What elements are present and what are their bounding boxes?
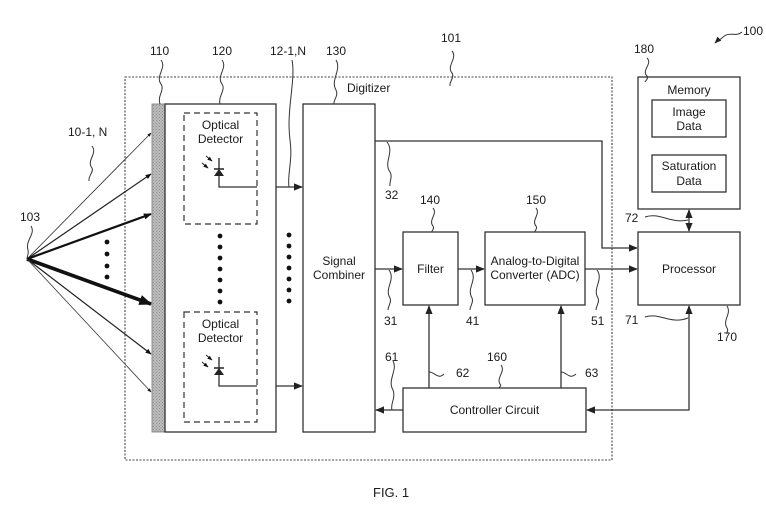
photodiode-icon	[201, 155, 257, 188]
ray	[26, 173, 152, 260]
ref-71: 71	[625, 313, 639, 327]
line-72: 72	[625, 209, 693, 232]
ref-outputs: 12-1,N	[270, 44, 306, 58]
ray	[26, 212, 152, 261]
detector-label: Detector	[198, 331, 243, 345]
image-data-label: Image	[672, 105, 706, 119]
detector-outputs: 12-1,N	[270, 44, 306, 390]
ref-31: 31	[384, 314, 398, 328]
controller-circuit: Controller Circuit 160	[402, 350, 587, 433]
saturation-data-label: Saturation	[662, 159, 717, 173]
ref-120: 120	[212, 44, 232, 58]
ref-130: 130	[326, 44, 346, 58]
ref-180: 180	[634, 42, 654, 56]
digitizer-boundary: Digitizer 101	[124, 31, 613, 461]
ref-61: 61	[385, 350, 399, 364]
photodiode-icon	[201, 354, 257, 387]
figure-caption: FIG. 1	[373, 485, 409, 500]
system-reference: 100	[714, 24, 763, 44]
ref-103: 103	[20, 210, 40, 224]
ref-110: 110	[150, 44, 169, 58]
saturation-data-label: Data	[676, 174, 702, 188]
optical-detector-bottom: Optical Detector	[183, 311, 258, 423]
ref-170: 170	[717, 330, 737, 344]
signal-combiner-label: Combiner	[313, 268, 365, 282]
image-data-block: Image Data	[651, 99, 727, 138]
line-61: 61	[375, 350, 403, 414]
ref-100: 100	[743, 24, 763, 38]
line-31: 31	[375, 265, 403, 328]
light-source: 103 10-1, N	[20, 125, 153, 393]
ray	[26, 258, 152, 355]
signal-combiner: Signal Combiner 130	[302, 44, 376, 433]
ref-140: 140	[420, 193, 440, 207]
filter-label: Filter	[417, 262, 444, 276]
signal-combiner-label: Signal	[322, 254, 355, 268]
digitizer-label: Digitizer	[347, 81, 390, 95]
line-32: 32	[375, 140, 638, 252]
saturation-data-block: Saturation Data	[651, 154, 727, 193]
ellipsis-dots	[217, 233, 223, 305]
memory-label: Memory	[667, 83, 710, 97]
ref-62: 62	[456, 366, 470, 380]
ref-72: 72	[625, 211, 639, 225]
filter-strip: 110	[150, 44, 169, 433]
ref-51: 51	[591, 314, 605, 328]
adc-label: Converter (ADC)	[490, 268, 579, 282]
ref-63: 63	[585, 366, 599, 380]
filter-block: Filter 140	[402, 193, 459, 306]
ray	[26, 257, 153, 306]
ellipsis-dots	[104, 239, 110, 280]
light-rays	[26, 132, 153, 393]
ref-41: 41	[466, 314, 480, 328]
detector-label: Optical	[202, 317, 239, 331]
line-62: 62	[425, 305, 470, 388]
controller-label: Controller Circuit	[450, 403, 540, 417]
optical-detector-top: Optical Detector	[183, 112, 258, 225]
detector-array: 120 Optical Detector	[164, 44, 277, 433]
image-data-label: Data	[676, 119, 702, 133]
detector-label: Detector	[198, 132, 243, 146]
ref-rays: 10-1, N	[68, 125, 107, 139]
ref-32: 32	[385, 188, 399, 202]
adc-label: Analog-to-Digital	[491, 254, 580, 268]
memory-block: Memory 180 Image Data Saturation Data	[634, 42, 741, 210]
detector-label: Optical	[202, 118, 239, 132]
ref-160: 160	[487, 350, 507, 364]
line-41: 41	[458, 265, 485, 328]
ray	[26, 132, 152, 260]
adc-block: Analog-to-Digital Converter (ADC) 150	[484, 193, 586, 306]
line-71: 71	[586, 305, 693, 414]
processor-block: Processor 170	[637, 231, 741, 344]
processor-label: Processor	[662, 262, 716, 276]
ray	[26, 258, 152, 393]
ellipsis-dots	[286, 232, 292, 304]
ref-150: 150	[526, 193, 546, 207]
ref-101: 101	[441, 31, 461, 45]
